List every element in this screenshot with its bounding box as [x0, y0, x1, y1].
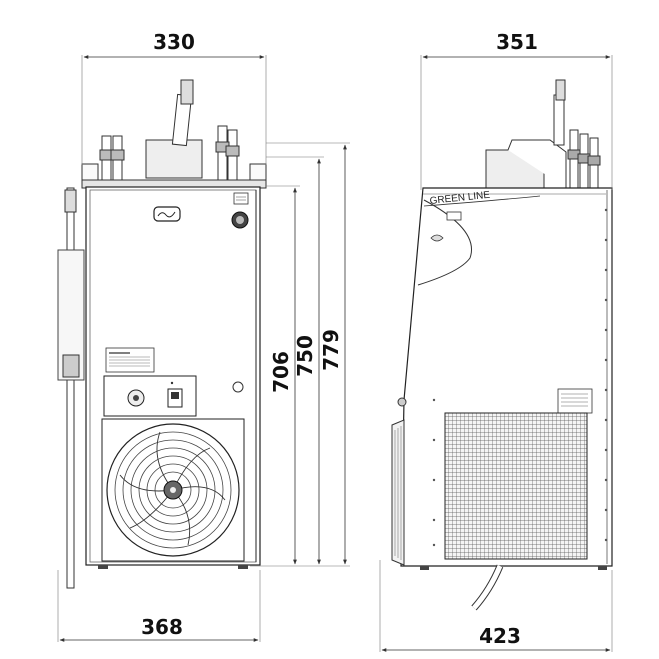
- dim-front-height-706: 706: [269, 351, 293, 393]
- dim-front-width-bottom: 368: [141, 615, 183, 639]
- side-rivets: [432, 208, 608, 547]
- drain-hose: [471, 564, 504, 611]
- top-fittings-side: [485, 79, 601, 189]
- rear-fan-guard: [391, 397, 407, 566]
- dim-front-height-779: 779: [319, 329, 343, 371]
- side-warning-sticker: [557, 388, 593, 414]
- side-drain-pipe: [57, 187, 85, 589]
- front-dimensions: 330 368 706 750 779: [57, 30, 350, 642]
- cooling-fan: [101, 418, 245, 562]
- front-view: [57, 79, 267, 589]
- dim-side-width-top: 351: [496, 30, 538, 54]
- warning-sticker: [105, 347, 155, 373]
- side-dimensions: 351 423: [379, 30, 613, 652]
- side-view: GREEN LINE: [391, 79, 613, 611]
- dim-front-height-750: 750: [293, 335, 317, 377]
- dim-side-width-bottom: 423: [479, 624, 521, 648]
- control-panel: [103, 375, 244, 417]
- dim-front-width-top: 330: [153, 30, 195, 54]
- top-fittings-front: [81, 79, 267, 189]
- ventilation-grille: [444, 412, 588, 560]
- electrical-connector: [231, 192, 249, 229]
- brand-logo: [153, 206, 181, 222]
